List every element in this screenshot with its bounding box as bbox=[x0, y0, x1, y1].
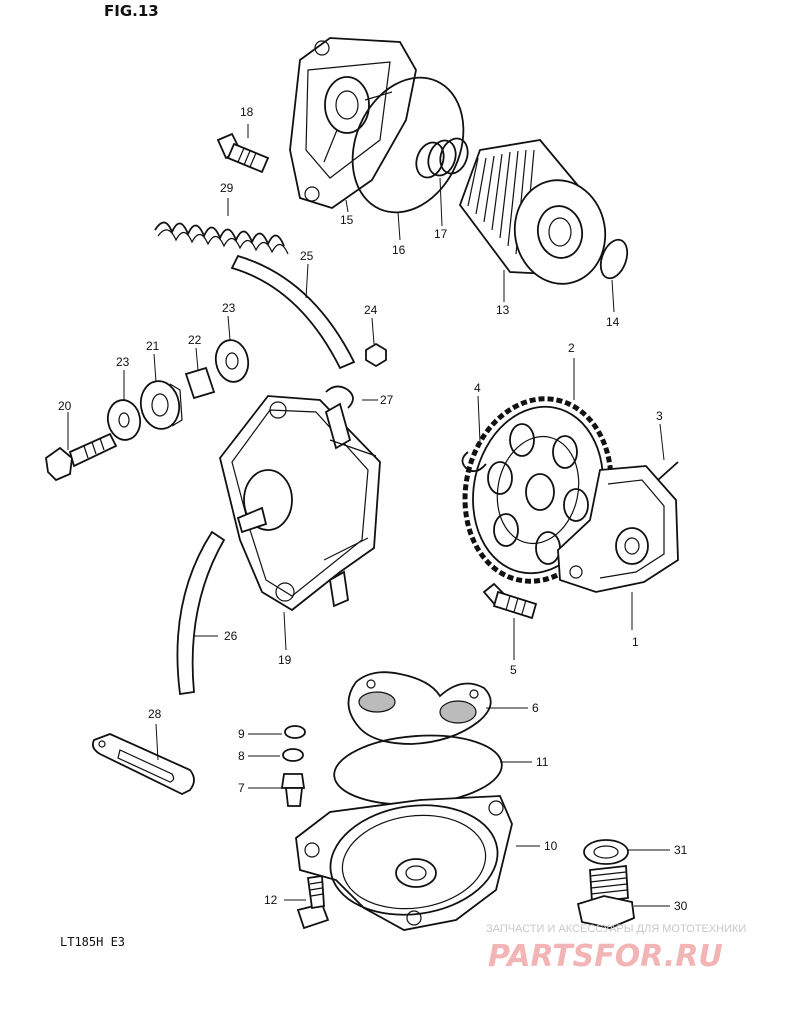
callout-7: 7 bbox=[238, 781, 245, 795]
washer-23b bbox=[214, 339, 250, 383]
callout-27: 27 bbox=[380, 393, 394, 407]
rubber-mount-21 bbox=[139, 380, 183, 430]
callout-18: 18 bbox=[240, 105, 254, 119]
callout-21: 21 bbox=[146, 339, 160, 353]
figure-title: FIG.13 bbox=[104, 2, 159, 20]
circlip-4 bbox=[461, 451, 487, 473]
washer-23a bbox=[106, 399, 142, 441]
callout-26: 26 bbox=[224, 629, 238, 643]
bolt-7 bbox=[280, 773, 306, 807]
callout-23-left: 23 bbox=[116, 355, 130, 369]
bolt-5 bbox=[482, 582, 538, 620]
callout-30: 30 bbox=[674, 899, 688, 913]
collar-22 bbox=[184, 366, 216, 400]
callout-1: 1 bbox=[632, 635, 639, 649]
filter-cover bbox=[289, 37, 417, 209]
callout-16: 16 bbox=[392, 243, 406, 257]
callout-3: 3 bbox=[656, 409, 663, 423]
callout-14: 14 bbox=[606, 315, 620, 329]
callout-10: 10 bbox=[544, 839, 558, 853]
watermark-brand: PARTSFOR.RU bbox=[488, 939, 723, 974]
gasket-6 bbox=[347, 671, 492, 745]
callout-19: 19 bbox=[278, 653, 292, 667]
callout-2: 2 bbox=[568, 341, 575, 355]
lock-washer-8 bbox=[282, 748, 304, 762]
callout-25: 25 bbox=[300, 249, 314, 263]
callout-15: 15 bbox=[340, 213, 354, 227]
callout-9: 9 bbox=[238, 727, 245, 741]
callout-20: 20 bbox=[58, 399, 72, 413]
watermark-tagline: ЗАПЧАСТИ И АКСЕССУАРЫ ДЛЯ МОТОТЕХНИКИ bbox=[486, 923, 746, 935]
bolt-20 bbox=[45, 432, 118, 482]
callout-6: 6 bbox=[532, 701, 539, 715]
bolt-12 bbox=[296, 874, 330, 930]
callout-31: 31 bbox=[674, 843, 688, 857]
washer-31 bbox=[583, 839, 629, 865]
o-ring-large bbox=[351, 76, 465, 214]
bracket-28 bbox=[91, 733, 195, 796]
callout-labels: 1 2 3 4 5 6 7 8 9 10 11 12 13 14 15 16 1… bbox=[58, 105, 688, 913]
coil-spring-29 bbox=[154, 221, 289, 255]
pin-3 bbox=[657, 461, 679, 481]
leader-lines bbox=[67, 124, 670, 907]
hose-lower bbox=[176, 530, 226, 696]
watermark: ЗАПЧАСТИ И АКСЕССУАРЫ ДЛЯ МОТОТЕХНИКИ PA… bbox=[486, 923, 746, 974]
oil-pan-cover bbox=[295, 795, 513, 931]
callout-8: 8 bbox=[238, 749, 245, 763]
fuel-pump bbox=[219, 385, 381, 612]
callout-22: 22 bbox=[188, 333, 202, 347]
callout-28: 28 bbox=[148, 707, 162, 721]
spring bbox=[415, 137, 469, 179]
callout-17: 17 bbox=[434, 227, 448, 241]
hose-upper bbox=[230, 254, 356, 370]
callout-12: 12 bbox=[264, 893, 278, 907]
callout-11: 11 bbox=[536, 755, 549, 769]
model-code: LT185H E3 bbox=[60, 935, 125, 949]
callout-29: 29 bbox=[220, 181, 234, 195]
washer-9 bbox=[284, 725, 306, 739]
bolt-18 bbox=[216, 132, 270, 174]
callout-13: 13 bbox=[496, 303, 510, 317]
callout-4: 4 bbox=[474, 381, 481, 395]
callout-24: 24 bbox=[364, 303, 378, 317]
nut-24 bbox=[365, 342, 387, 368]
drain-plug-30 bbox=[576, 865, 635, 929]
o-ring-small bbox=[599, 238, 629, 280]
callout-23-right: 23 bbox=[222, 301, 236, 315]
callout-5: 5 bbox=[510, 663, 517, 677]
oil-pump-body bbox=[557, 465, 679, 593]
oil-filter bbox=[458, 139, 607, 285]
